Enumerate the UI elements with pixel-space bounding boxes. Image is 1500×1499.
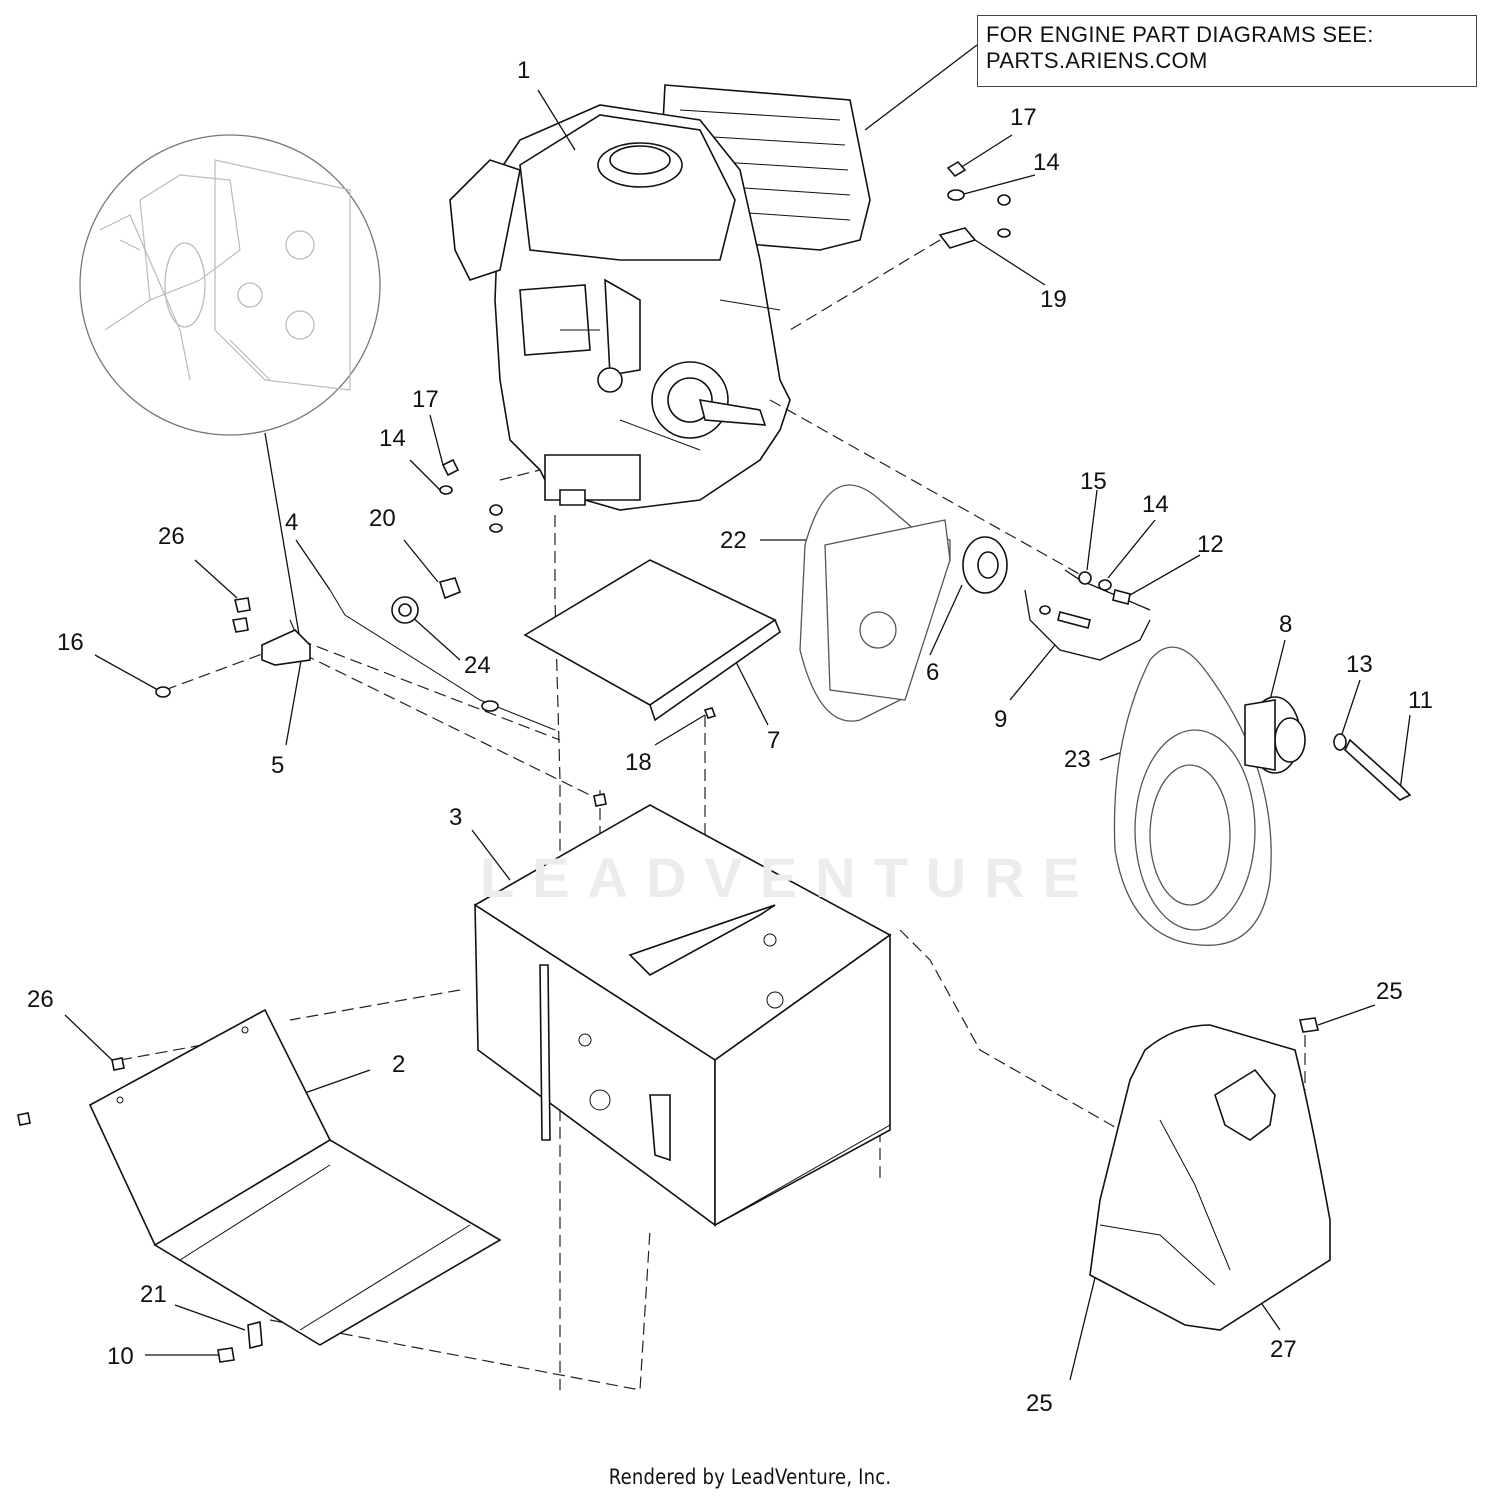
- callout-17b: 17: [412, 386, 439, 413]
- callout-21: 21: [140, 1281, 167, 1308]
- callout-6: 6: [926, 659, 939, 686]
- note-line-1: FOR ENGINE PART DIAGRAMS SEE:: [986, 22, 1374, 47]
- callout-9: 9: [994, 706, 1007, 733]
- callout-22: 22: [720, 527, 747, 554]
- engine-plate: [523, 559, 781, 722]
- callout-1: 1: [517, 57, 530, 84]
- callout-4: 4: [285, 509, 298, 536]
- callout-25a: 25: [1376, 978, 1403, 1005]
- callout-3: 3: [449, 804, 462, 831]
- callout-14b: 14: [379, 425, 406, 452]
- callout-25b: 25: [1026, 1390, 1053, 1417]
- callout-2: 2: [392, 1051, 405, 1078]
- callout-14a: 14: [1033, 149, 1060, 176]
- callout-18: 18: [625, 749, 652, 776]
- watermark-text: LEADVENTURE: [480, 846, 1099, 909]
- detail-inset: [79, 134, 381, 641]
- engine: [449, 84, 871, 511]
- callout-14c: 14: [1142, 491, 1169, 518]
- callout-labels: 1 2 3 4 5 6 7 8 9 10 11 12 13 14 14 14 1…: [27, 57, 1433, 1417]
- callout-11: 11: [1408, 687, 1433, 714]
- callout-7: 7: [767, 727, 780, 754]
- belt-cover: [1089, 1024, 1331, 1331]
- callout-20: 20: [369, 505, 396, 532]
- callout-15: 15: [1080, 468, 1107, 495]
- callout-13: 13: [1346, 651, 1373, 678]
- callout-12: 12: [1197, 531, 1224, 558]
- callout-27: 27: [1270, 1336, 1297, 1363]
- frame: [473, 804, 892, 1227]
- callout-26b: 26: [27, 986, 54, 1013]
- callout-17a: 17: [1010, 104, 1037, 131]
- callout-16: 16: [57, 629, 84, 656]
- engine-diagram-note: FOR ENGINE PART DIAGRAMS SEE: PARTS.ARIE…: [977, 15, 1477, 87]
- note-line-2: PARTS.ARIENS.COM: [986, 48, 1208, 73]
- callout-23: 23: [1064, 746, 1091, 773]
- callout-8: 8: [1279, 611, 1292, 638]
- callout-24: 24: [464, 652, 491, 679]
- pulley-assembly: [799, 484, 1412, 946]
- callout-19: 19: [1040, 286, 1067, 313]
- callout-10: 10: [107, 1343, 134, 1370]
- leader-lines: [64, 44, 1411, 1381]
- rendered-by-footer: Rendered by LeadVenture, Inc.: [608, 1465, 892, 1489]
- idler-bracket: [1024, 569, 1151, 661]
- drip-pan: [88, 1008, 502, 1346]
- callout-5: 5: [271, 752, 284, 779]
- callout-26a: 26: [158, 523, 185, 550]
